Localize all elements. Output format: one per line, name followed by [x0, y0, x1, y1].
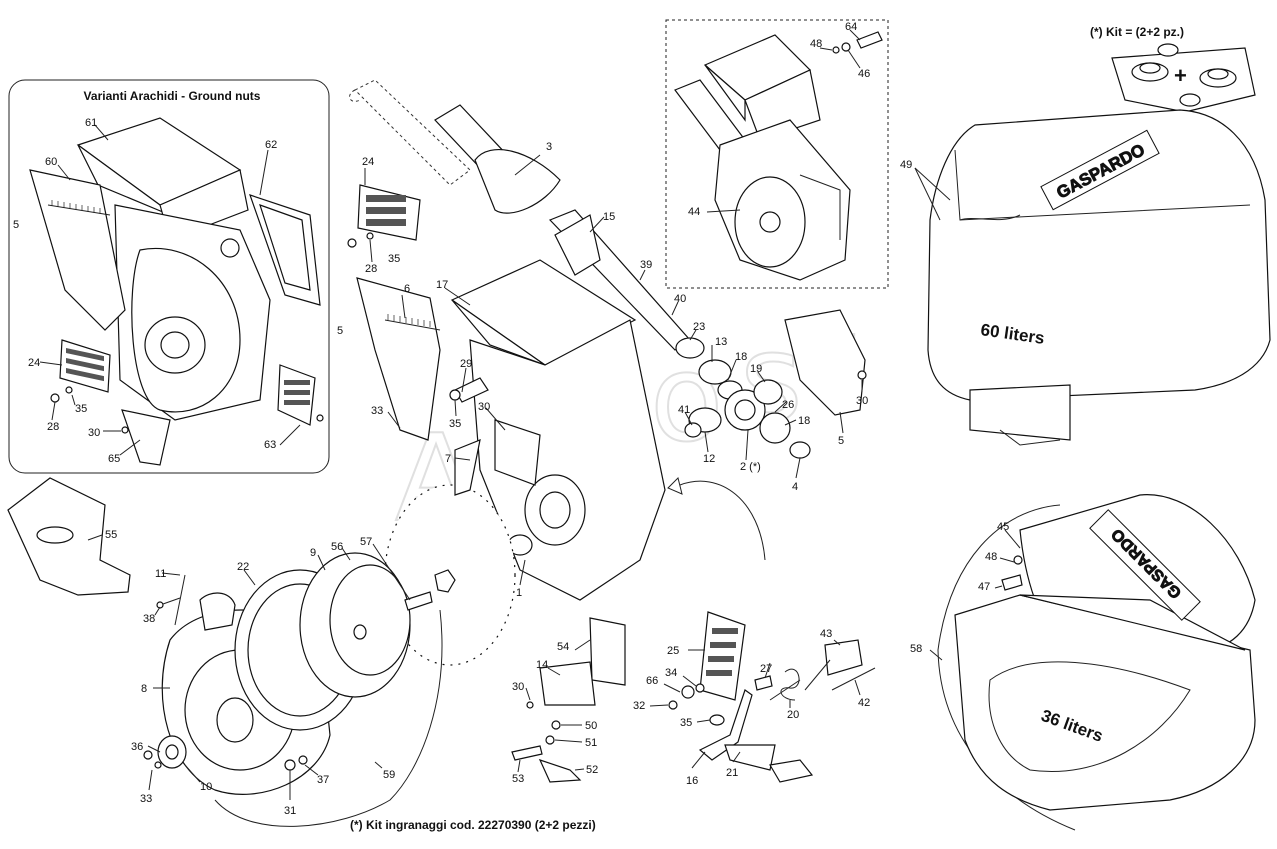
callout-24: 24 — [362, 156, 374, 168]
callout-52: 52 — [586, 764, 598, 776]
callout-27: 27 — [760, 663, 772, 675]
callout-49: 49 — [900, 159, 912, 171]
callout-63: 63 — [264, 439, 276, 451]
callout-45: 45 — [997, 521, 1009, 533]
kit-title: (*) Kit = (2+2 pz.) — [1090, 25, 1184, 39]
callout-8: 8 — [141, 683, 147, 695]
callout-5-inset: 5 — [13, 219, 19, 231]
callout-29: 29 — [460, 358, 472, 370]
callout-28-inset: 28 — [47, 421, 59, 433]
callout-55: 55 — [105, 529, 117, 541]
callout-25: 25 — [667, 645, 679, 657]
callout-1: 1 — [516, 587, 522, 599]
callout-34: 34 — [665, 667, 677, 679]
callout-30-inset: 30 — [88, 427, 100, 439]
callout-41: 41 — [678, 404, 690, 416]
callout-56: 56 — [331, 541, 343, 553]
callout-37: 37 — [317, 774, 329, 786]
callout-64: 64 — [845, 21, 857, 33]
callout-40: 40 — [674, 293, 686, 305]
callout-17: 17 — [436, 279, 448, 291]
callout-33: 33 — [371, 405, 383, 417]
callout-23: 23 — [693, 321, 705, 333]
callout-19: 19 — [750, 363, 762, 375]
callout-33-b: 33 — [140, 793, 152, 805]
callout-5-cover: 5 — [838, 435, 844, 447]
callout-31: 31 — [284, 805, 296, 817]
callout-18-b: 18 — [798, 415, 810, 427]
callout-20: 20 — [787, 709, 799, 721]
callout-9: 9 — [310, 547, 316, 559]
callout-5-main: 5 — [337, 325, 343, 337]
kit-plus-sign: + — [1174, 63, 1187, 88]
hopper-36-liters: GASPARDO 36 liters 45 48 47 58 — [910, 494, 1256, 831]
callout-59: 59 — [383, 769, 395, 781]
callout-28: 28 — [365, 263, 377, 275]
callout-21: 21 — [726, 767, 738, 779]
callout-35: 35 — [388, 253, 400, 265]
callout-7: 7 — [445, 453, 451, 465]
disc-cover-assembly: 55 — [7, 477, 456, 827]
ground-nuts-inset: Varianti Arachidi - Ground nuts — [8, 79, 330, 474]
callout-58: 58 — [910, 643, 922, 655]
footer-note: (*) Kit ingranaggi cod. 22270390 (2+2 pe… — [350, 818, 596, 832]
callout-48: 48 — [810, 38, 822, 50]
callout-50: 50 — [585, 720, 597, 732]
callout-15: 15 — [603, 211, 615, 223]
small-parts: 54 14 30 50 51 53 52 25 66 34 32 3 — [511, 611, 876, 787]
callout-57: 57 — [360, 536, 372, 548]
hopper-60-liters: GASPARDO 60 liters 49 — [900, 109, 1271, 446]
callout-51: 51 — [585, 737, 597, 749]
callout-22: 22 — [237, 561, 249, 573]
callout-66: 66 — [646, 675, 658, 687]
callout-35-bottom: 35 — [680, 717, 692, 729]
gear-kit-detail: (*) Kit = (2+2 pz.) + — [1090, 25, 1256, 113]
callout-3: 3 — [546, 141, 552, 153]
gear-kit-label: 2 (*) — [740, 461, 761, 473]
callout-4: 4 — [792, 481, 798, 493]
callout-54: 54 — [557, 641, 569, 653]
callout-36: 36 — [131, 741, 143, 753]
callout-39: 39 — [640, 259, 652, 271]
callout-46: 46 — [858, 68, 870, 80]
callout-26: 26 — [782, 399, 794, 411]
assembled-unit-box: 64 48 46 44 — [665, 19, 889, 289]
callout-30: 30 — [478, 401, 490, 413]
callout-47: 47 — [978, 581, 990, 593]
callout-35-main: 35 — [449, 418, 461, 430]
main-assembly: 3 15 39 40 24 28 35 6 17 5 29 33 35 30 7… — [337, 79, 868, 666]
callout-42: 42 — [858, 697, 870, 709]
callout-30-bottom: 30 — [512, 681, 524, 693]
callout-11: 11 — [155, 568, 166, 580]
callout-48-36: 48 — [985, 551, 997, 563]
callout-60: 60 — [45, 156, 57, 168]
callout-10: 10 — [200, 781, 212, 793]
callout-43: 43 — [820, 628, 832, 640]
callout-53: 53 — [512, 773, 524, 785]
callout-14: 14 — [536, 659, 548, 671]
callout-65: 65 — [108, 453, 120, 465]
callout-62: 62 — [265, 139, 277, 151]
callout-12: 12 — [703, 453, 715, 465]
callout-18: 18 — [735, 351, 747, 363]
callout-32: 32 — [633, 700, 645, 712]
inset-title: Varianti Arachidi - Ground nuts — [84, 89, 261, 103]
callout-35-inset: 35 — [75, 403, 87, 415]
callout-61: 61 — [85, 117, 97, 129]
callout-44: 44 — [688, 206, 700, 218]
callout-16: 16 — [686, 775, 698, 787]
callout-30-cover: 30 — [856, 395, 868, 407]
callout-38: 38 — [143, 613, 155, 625]
callout-24-inset: 24 — [28, 357, 40, 369]
callout-13: 13 — [715, 336, 727, 348]
callout-6: 6 — [404, 283, 410, 295]
